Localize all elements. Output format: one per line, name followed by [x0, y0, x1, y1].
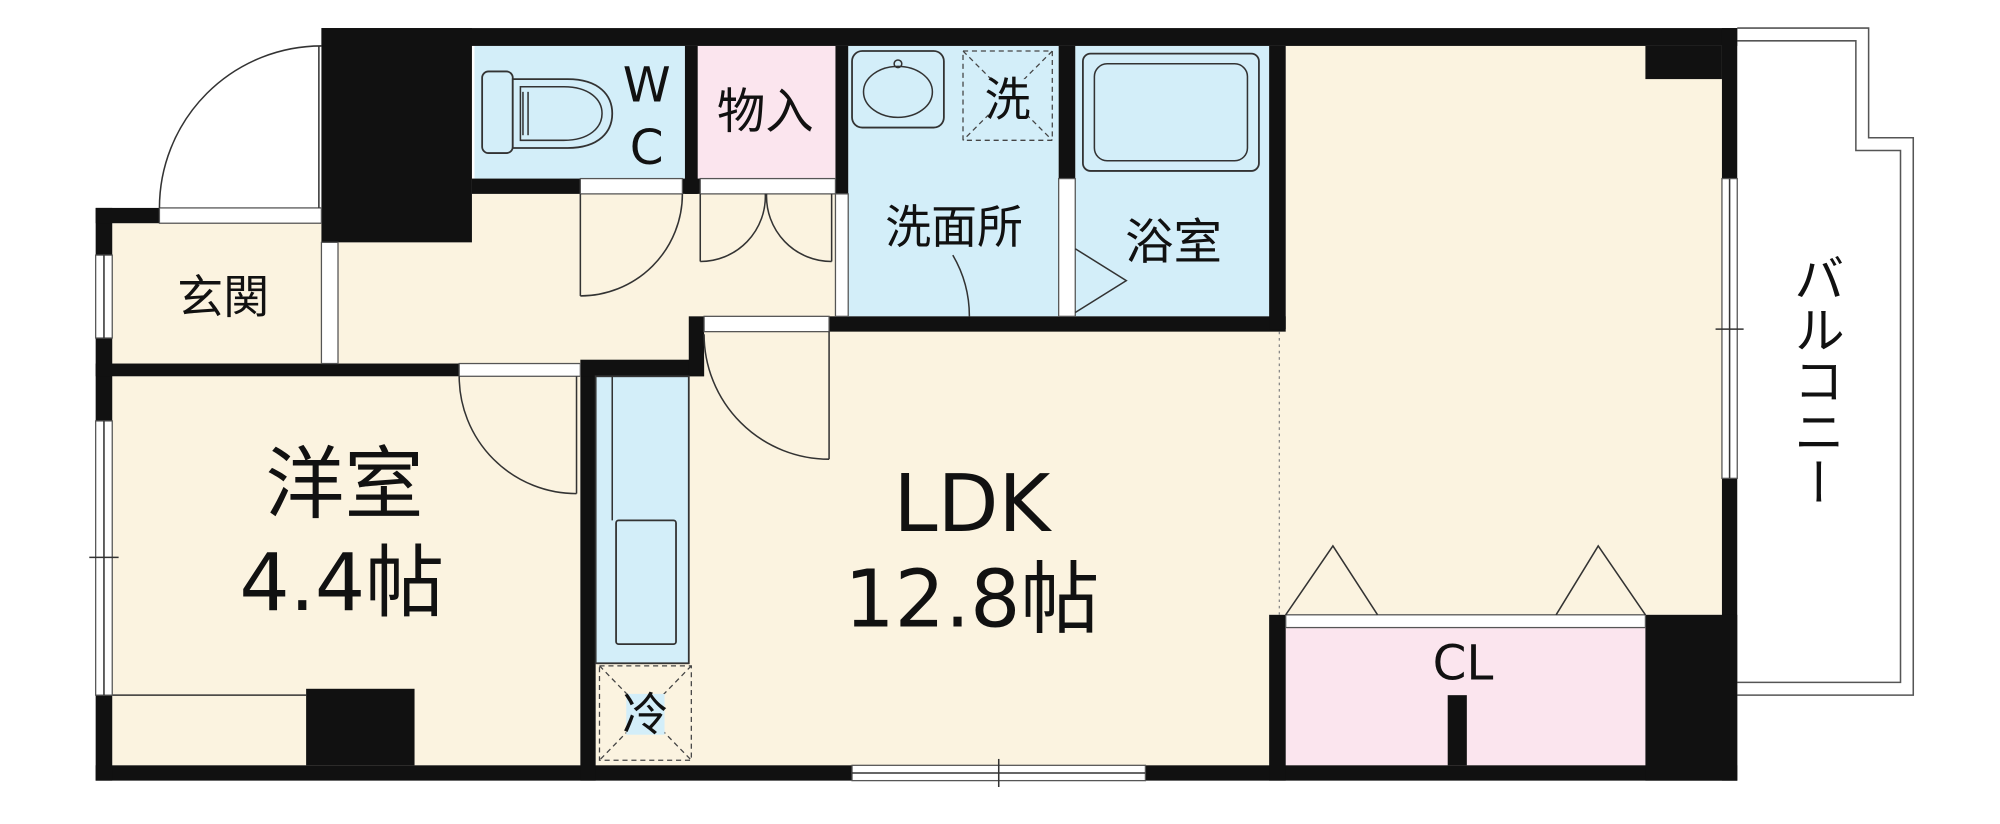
- washer-label-bg: [988, 79, 1027, 123]
- storage-door-right-arc: [765, 193, 832, 263]
- windows: [89, 177, 1744, 787]
- wc-door-arc: [580, 193, 684, 297]
- balcony-label: バルコニー: [1784, 253, 1843, 508]
- washbasin-bowl: [862, 65, 934, 119]
- western-door-arc: [458, 376, 577, 495]
- wc-label-w: W: [623, 57, 671, 113]
- balcony-outline: [1737, 27, 1915, 696]
- closet-folding-door-right: [1555, 544, 1647, 616]
- storage-label: 物入: [717, 84, 814, 140]
- fridge-label-bg: [626, 693, 665, 735]
- washroom-door-arc: [952, 254, 971, 317]
- bathtub-inner: [1093, 63, 1249, 162]
- washbasin-faucet: [893, 59, 903, 69]
- closet-folding-door-left: [1285, 544, 1379, 616]
- bathroom-folding-door: [1074, 248, 1128, 314]
- kitchen-counter: [594, 375, 690, 665]
- ldk-door-arc: [703, 334, 830, 460]
- wall-bathroom-right: [1269, 45, 1286, 330]
- wall-wc-storage: [684, 45, 698, 194]
- western-room-label: 洋室: [265, 439, 423, 531]
- wall-wet-area-bottom: [829, 316, 1286, 332]
- washer-box: [962, 50, 1053, 141]
- kitchen-sink: [615, 519, 677, 646]
- entrance-door-opening: [158, 207, 323, 224]
- storage-door-opening: [699, 177, 837, 195]
- bathroom-partition: [1058, 177, 1076, 317]
- ldk-label: LDK: [894, 458, 1053, 550]
- balcony-outer-edge: [1737, 27, 1915, 696]
- toilet-bowl: [511, 78, 614, 149]
- fixtures: [481, 50, 1260, 761]
- corner-column-bottom: [1645, 614, 1738, 781]
- corner-column-top: [1645, 45, 1722, 80]
- openings: [112, 177, 1647, 696]
- washbasin-icon: [851, 50, 945, 129]
- bathtub-icon: [1082, 52, 1260, 172]
- wall-entrance-western: [95, 363, 460, 377]
- wall-top: [321, 28, 1738, 46]
- closet-top-rail: [1285, 614, 1647, 629]
- closet-label: CL: [1433, 635, 1494, 691]
- wc-door-opening: [579, 177, 684, 195]
- entrance-door-arc: [158, 45, 322, 208]
- wall-closet-left: [1269, 614, 1286, 781]
- fridge-box: [598, 665, 692, 761]
- entrance-floor: [112, 223, 326, 364]
- western-door-opening: [458, 362, 581, 377]
- room-labels: 玄関 W C 物入 洗 洗面所 浴室 洋室 4.4帖 LDK 12.8帖 冷 C…: [177, 57, 1843, 741]
- wall-storage-washroom: [835, 45, 849, 194]
- closet-post: [1447, 695, 1467, 766]
- storage-floor: [697, 45, 836, 179]
- doors: [158, 45, 1647, 616]
- washbasin-counter: [851, 50, 945, 129]
- washroom-partition: [834, 193, 849, 317]
- entrance-step: [320, 241, 339, 365]
- wall-hall-bottom: [580, 359, 705, 377]
- bathtub-outer: [1082, 52, 1260, 172]
- toilet-icon: [481, 70, 614, 154]
- washer-label: 洗: [985, 72, 1031, 126]
- washroom-label: 洗面所: [885, 200, 1023, 254]
- wall-western-kitchen: [580, 363, 596, 781]
- wall-entrance-top: [95, 207, 160, 224]
- storage-door-left-arc: [700, 193, 767, 263]
- floors: [112, 45, 1722, 766]
- wc-label-c: C: [630, 120, 664, 176]
- bathroom-label: 浴室: [1125, 214, 1222, 270]
- balcony-inner-edge: [1737, 40, 1902, 684]
- toilet-seat: [519, 85, 603, 142]
- ldk-floor: [595, 45, 1722, 766]
- wall-washroom-bathroom: [1058, 45, 1076, 179]
- wall-wc-bottom: [471, 178, 581, 194]
- structural-column: [321, 28, 472, 243]
- hallway-floor: [338, 193, 836, 364]
- entrance-label: 玄関: [177, 270, 269, 324]
- wall-hall-step: [688, 316, 705, 377]
- western-room-column: [306, 688, 415, 766]
- western-room-size: 4.4帖: [239, 537, 444, 629]
- fridge-label: 冷: [622, 687, 668, 741]
- ldk-size: 12.8帖: [844, 554, 1099, 646]
- ldk-door-opening: [703, 315, 830, 333]
- toilet-tank: [481, 70, 514, 154]
